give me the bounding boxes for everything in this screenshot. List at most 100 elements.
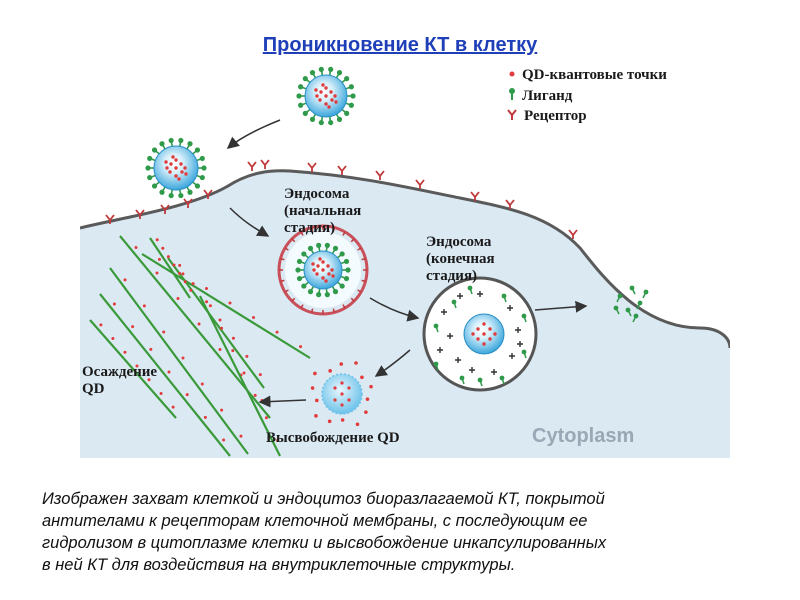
qd-dot (155, 271, 159, 275)
ligand-icon (643, 289, 649, 295)
endosome-late (422, 276, 538, 392)
actin-fiber (109, 267, 249, 455)
actin-fiber (199, 295, 281, 457)
qd-dot (264, 416, 268, 420)
qd-dot (316, 264, 320, 268)
ligand-icon (433, 361, 439, 367)
ligand-icon (332, 289, 339, 295)
ligand-icon (159, 141, 165, 147)
ligand-icon (343, 275, 350, 282)
ligand-icon (633, 313, 639, 319)
qd-dot (330, 268, 334, 272)
receptor-icon (291, 297, 296, 302)
qd-dot (318, 257, 322, 261)
actin-fiber (141, 253, 311, 359)
caption-line: в ней КТ для воздействия на внутриклеточ… (42, 556, 516, 574)
qd-dot (340, 403, 344, 407)
qd-dot (482, 342, 486, 346)
qd-dot (324, 102, 328, 106)
ligand-icon (301, 283, 307, 289)
ligand-icon (296, 93, 302, 99)
ligand-icon (201, 165, 207, 171)
qd-dot (185, 393, 189, 397)
qd-dot (482, 322, 486, 326)
ligand-icon (499, 375, 505, 381)
qd-dot (177, 177, 181, 181)
receptor-icon (332, 227, 336, 232)
qd-dot (181, 356, 185, 360)
receptor-icon (105, 214, 115, 224)
proton-plus-icon (437, 347, 443, 353)
qd-dot (314, 88, 318, 92)
ligand-icon (199, 174, 205, 181)
nanoparticle-bound (145, 137, 207, 199)
qd-dot (183, 166, 187, 170)
endocytosis-diagram: QD-квантовые точки Лиганд Рецептор Эндо (80, 58, 730, 458)
qd-dot (220, 326, 224, 330)
qd-dot (134, 246, 138, 250)
receptor-icon (291, 238, 296, 243)
qd-release-particle (310, 361, 373, 427)
proton-plus-icon (469, 367, 475, 373)
proton-plus-icon (491, 369, 497, 375)
qd-dot (231, 336, 235, 340)
qd-dot (184, 172, 188, 176)
ligand-icon (625, 307, 631, 313)
qd-dot (321, 83, 325, 87)
qd-dot (252, 316, 256, 320)
free-ligand-cluster (613, 285, 649, 323)
cell-membrane (80, 169, 730, 349)
ligand-icon (521, 349, 527, 355)
actin-fiber (89, 319, 177, 419)
ligand-icon (296, 275, 303, 282)
ligand-icon (521, 313, 527, 319)
ligand-icon (168, 137, 174, 144)
qd-dot (354, 361, 358, 365)
receptor-icon (357, 247, 362, 251)
proton-plus-icon (457, 293, 463, 299)
caption-line: Изображен захват клеткой и эндоцитоз био… (42, 490, 605, 508)
legend-ligand-label: Лиганд (522, 88, 573, 104)
qd-dot (333, 94, 337, 98)
ligand-icon (295, 267, 301, 273)
endosome-late-label: Эндосома (конечная стадия) (426, 234, 498, 284)
legend-qd-label: QD-квантовые точки (522, 67, 667, 83)
ligand-icon (328, 119, 334, 126)
legend: QD-квантовые точки Лиганд Рецептор (507, 67, 667, 124)
qd-deposition-label: Осаждение QD (82, 364, 161, 397)
ligand-icon (296, 258, 303, 265)
arrow-exit (534, 300, 588, 313)
legend-qd-icon (509, 71, 515, 77)
qd-dot (334, 100, 338, 104)
qd-dot (327, 419, 332, 424)
arrow-to-early-endosome (229, 207, 270, 237)
qd-dot (179, 162, 183, 166)
endosome-early (277, 224, 369, 316)
arrow-to-deposition (258, 395, 307, 408)
receptor-icon (568, 229, 578, 239)
qd-dot (318, 98, 322, 102)
receptor-icon (342, 304, 346, 309)
proton-plus-icon (509, 353, 515, 359)
ligand-icon (433, 323, 439, 329)
ligand-icon (302, 76, 308, 82)
receptor-icon (280, 257, 285, 261)
qd-dot (157, 257, 161, 261)
qd-dot (347, 386, 351, 390)
receptor-icon (357, 289, 362, 293)
qd-dot (476, 337, 480, 341)
ligand-icon (316, 242, 322, 248)
ligand-icon (309, 116, 316, 122)
ligand-icon (318, 66, 324, 73)
qd-dot (333, 398, 337, 402)
receptor-icon (505, 199, 515, 209)
qd-dot (123, 350, 127, 354)
qd-dot (191, 282, 195, 286)
qd-dot (365, 397, 370, 401)
receptor-icon (160, 204, 170, 214)
ligand-icon (348, 84, 354, 90)
arrow-approach (226, 119, 281, 149)
qd-dot (340, 392, 344, 396)
qd-dot (169, 162, 173, 166)
qd-dot (222, 438, 226, 442)
